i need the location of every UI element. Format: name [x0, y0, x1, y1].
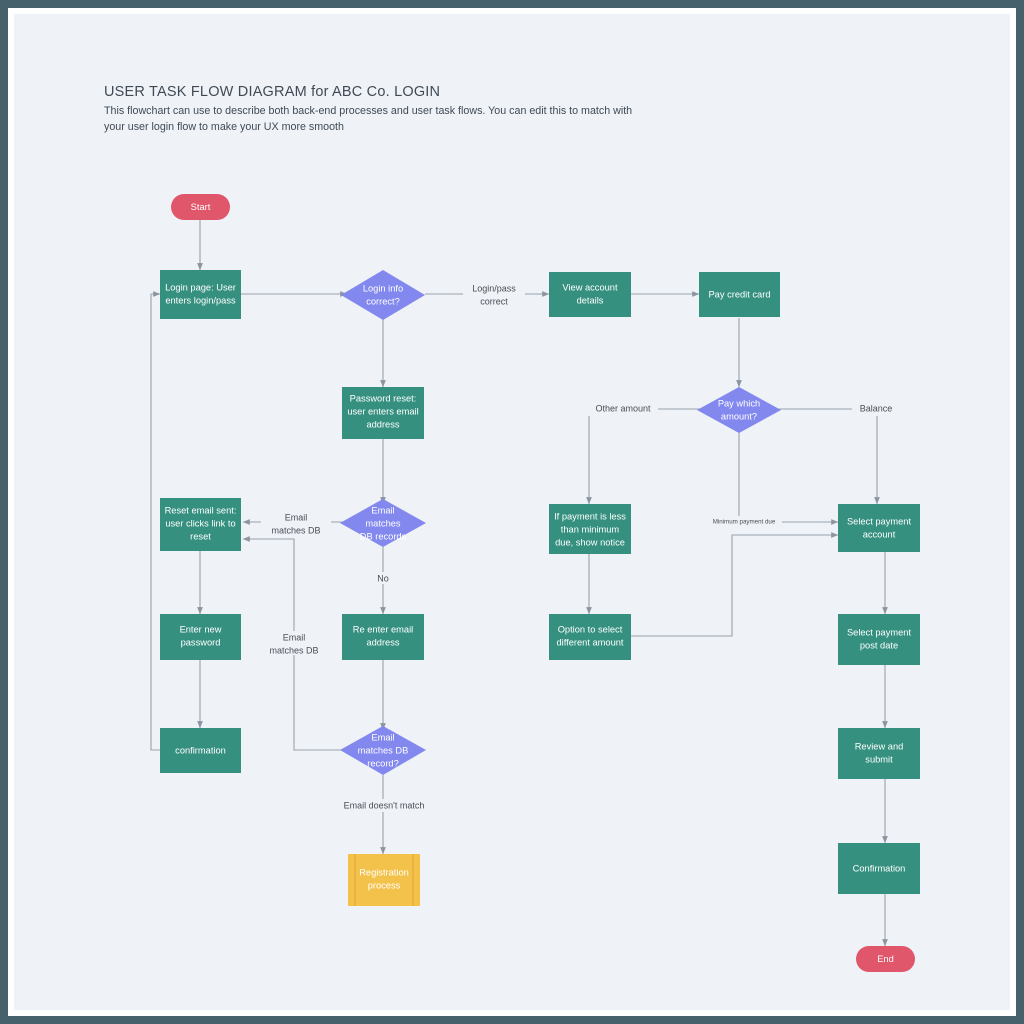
node-option-diff-label-2: different amount — [556, 637, 623, 647]
page-subtitle: This flowchart can use to describe both … — [104, 105, 633, 133]
edge-label-login-pass-1: Login/pass — [472, 283, 516, 293]
edge-confirmation-to-login-page — [150, 291, 161, 751]
node-password-reset-label-1: Password reset: — [350, 393, 417, 403]
node-end[interactable]: End — [856, 946, 915, 972]
node-login-info-decision[interactable]: Login info correct? — [341, 270, 425, 320]
nodes: Start Login page: User enters login/pass… — [160, 194, 920, 972]
node-less-min-label-1: If payment is less — [554, 511, 626, 521]
node-email-match-2-label-3: record? — [367, 758, 399, 768]
node-re-enter-label-1: Re enter email — [353, 624, 413, 634]
node-confirmation-payment-label: Confirmation — [853, 863, 906, 873]
node-re-enter-email[interactable]: Re enter email address — [342, 614, 424, 660]
node-end-label: End — [877, 954, 894, 964]
node-less-min-label-2: than minimum — [561, 524, 620, 534]
edge-label-other-amount: Other amount — [595, 403, 651, 413]
node-registration-process[interactable]: Registration process — [348, 854, 420, 906]
node-post-date-label-2: post date — [860, 640, 898, 650]
node-email-match-1-decision[interactable]: Email matches DB records — [340, 499, 426, 547]
flowchart: Start Login page: User enters login/pass… — [150, 194, 920, 972]
edge-pay-which-balance — [773, 408, 880, 505]
edge-option-diff-to-select-account — [631, 532, 839, 637]
diagram-frame: USER TASK FLOW DIAGRAM for ABC Co. LOGIN… — [8, 8, 1016, 1016]
node-enter-new-password[interactable]: Enter new password — [160, 614, 241, 660]
diagram-canvas: USER TASK FLOW DIAGRAM for ABC Co. LOGIN… — [14, 14, 1010, 1010]
node-reset-email-label-3: reset — [190, 531, 211, 541]
node-view-account[interactable]: View account details — [549, 272, 631, 317]
node-start-label: Start — [191, 202, 211, 212]
node-pay-which-label-2: amount? — [721, 411, 757, 421]
node-password-reset-label-2: user enters email — [347, 406, 418, 416]
node-select-post-date[interactable]: Select payment post date — [838, 614, 920, 665]
edge-label-login-pass-2: correct — [480, 296, 508, 306]
node-new-password-label-2: password — [181, 637, 221, 647]
node-reset-email-sent[interactable]: Reset email sent: user clicks link to re… — [160, 498, 241, 551]
node-reset-email-label-1: Reset email sent: — [165, 505, 237, 515]
edge-label-no: No — [377, 573, 389, 583]
node-less-than-minimum[interactable]: If payment is less than minimum due, sho… — [549, 504, 631, 554]
edge-label-email-matches-db-a-1: Email — [285, 512, 308, 522]
node-review-label-2: submit — [865, 754, 893, 764]
edge-label-email-doesnt-match: Email doesn't match — [344, 800, 425, 810]
node-option-diff-label-1: Option to select — [558, 624, 623, 634]
node-login-info-label-1: Login info — [363, 283, 403, 293]
edge-label-email-matches-db-a-2: matches DB — [271, 525, 320, 535]
node-login-page-label-2: enters login/pass — [165, 295, 236, 305]
node-start[interactable]: Start — [171, 194, 230, 220]
title-block: USER TASK FLOW DIAGRAM for ABC Co. LOGIN… — [104, 84, 804, 135]
node-login-page[interactable]: Login page: User enters login/pass — [160, 270, 241, 319]
node-re-enter-label-2: address — [366, 637, 399, 647]
node-confirmation-login[interactable]: confirmation — [160, 728, 241, 773]
connectors — [150, 218, 888, 947]
edge-label-minimum-payment-due: Minimum payment due — [713, 519, 776, 526]
node-review-label-1: Review and — [855, 741, 904, 751]
node-view-account-label-1: View account — [562, 282, 618, 292]
node-post-date-label-1: Select payment — [847, 627, 911, 637]
node-password-reset[interactable]: Password reset: user enters email addres… — [342, 387, 424, 439]
node-confirmation-payment[interactable]: Confirmation — [838, 843, 920, 894]
node-select-payment-account[interactable]: Select payment account — [838, 504, 920, 552]
node-option-different-amount[interactable]: Option to select different amount — [549, 614, 631, 660]
node-new-password-label-1: Enter new — [180, 624, 222, 634]
edge-pay-which-other-amount — [586, 408, 705, 505]
edge-labels: Login/pass correct Email matches DB No E… — [259, 282, 902, 812]
node-pay-credit-card-label: Pay credit card — [708, 289, 770, 299]
node-login-info-label-2: correct? — [366, 296, 400, 306]
node-reset-email-label-2: user clicks link to — [165, 518, 235, 528]
node-email-match-2-label-2: matches DB — [358, 745, 409, 755]
edge-label-email-matches-db-b-2: matches DB — [269, 645, 318, 655]
node-login-page-label-1: Login page: User — [165, 282, 236, 292]
node-password-reset-label-3: address — [366, 419, 399, 429]
node-confirmation-label: confirmation — [175, 745, 226, 755]
node-less-min-label-3: due, show notice — [555, 537, 625, 547]
node-email-match-1-label-2: matches — [365, 518, 400, 528]
node-email-match-1-label-1: Email — [371, 505, 394, 515]
node-email-match-2-decision[interactable]: Email matches DB record? — [340, 726, 426, 775]
edge-pay-which-minimum-due — [738, 432, 839, 525]
node-email-match-2-label-1: Email — [371, 732, 394, 742]
node-email-match-1-label-3: DB records — [360, 531, 407, 541]
node-review-submit[interactable]: Review and submit — [838, 728, 920, 779]
page-title: USER TASK FLOW DIAGRAM for ABC Co. LOGIN — [104, 84, 441, 100]
node-registration-label-1: Registration — [359, 867, 409, 877]
node-registration-label-2: process — [368, 880, 401, 890]
node-select-account-label-2: account — [863, 529, 896, 539]
node-select-account-label-1: Select payment — [847, 516, 911, 526]
node-view-account-label-2: details — [577, 295, 604, 305]
node-pay-which-decision[interactable]: Pay which amount? — [697, 387, 781, 433]
edge-label-email-matches-db-b-1: Email — [283, 632, 306, 642]
node-pay-which-label-1: Pay which — [718, 398, 760, 408]
node-pay-credit-card[interactable]: Pay credit card — [699, 272, 780, 317]
edge-label-balance: Balance — [860, 403, 893, 413]
